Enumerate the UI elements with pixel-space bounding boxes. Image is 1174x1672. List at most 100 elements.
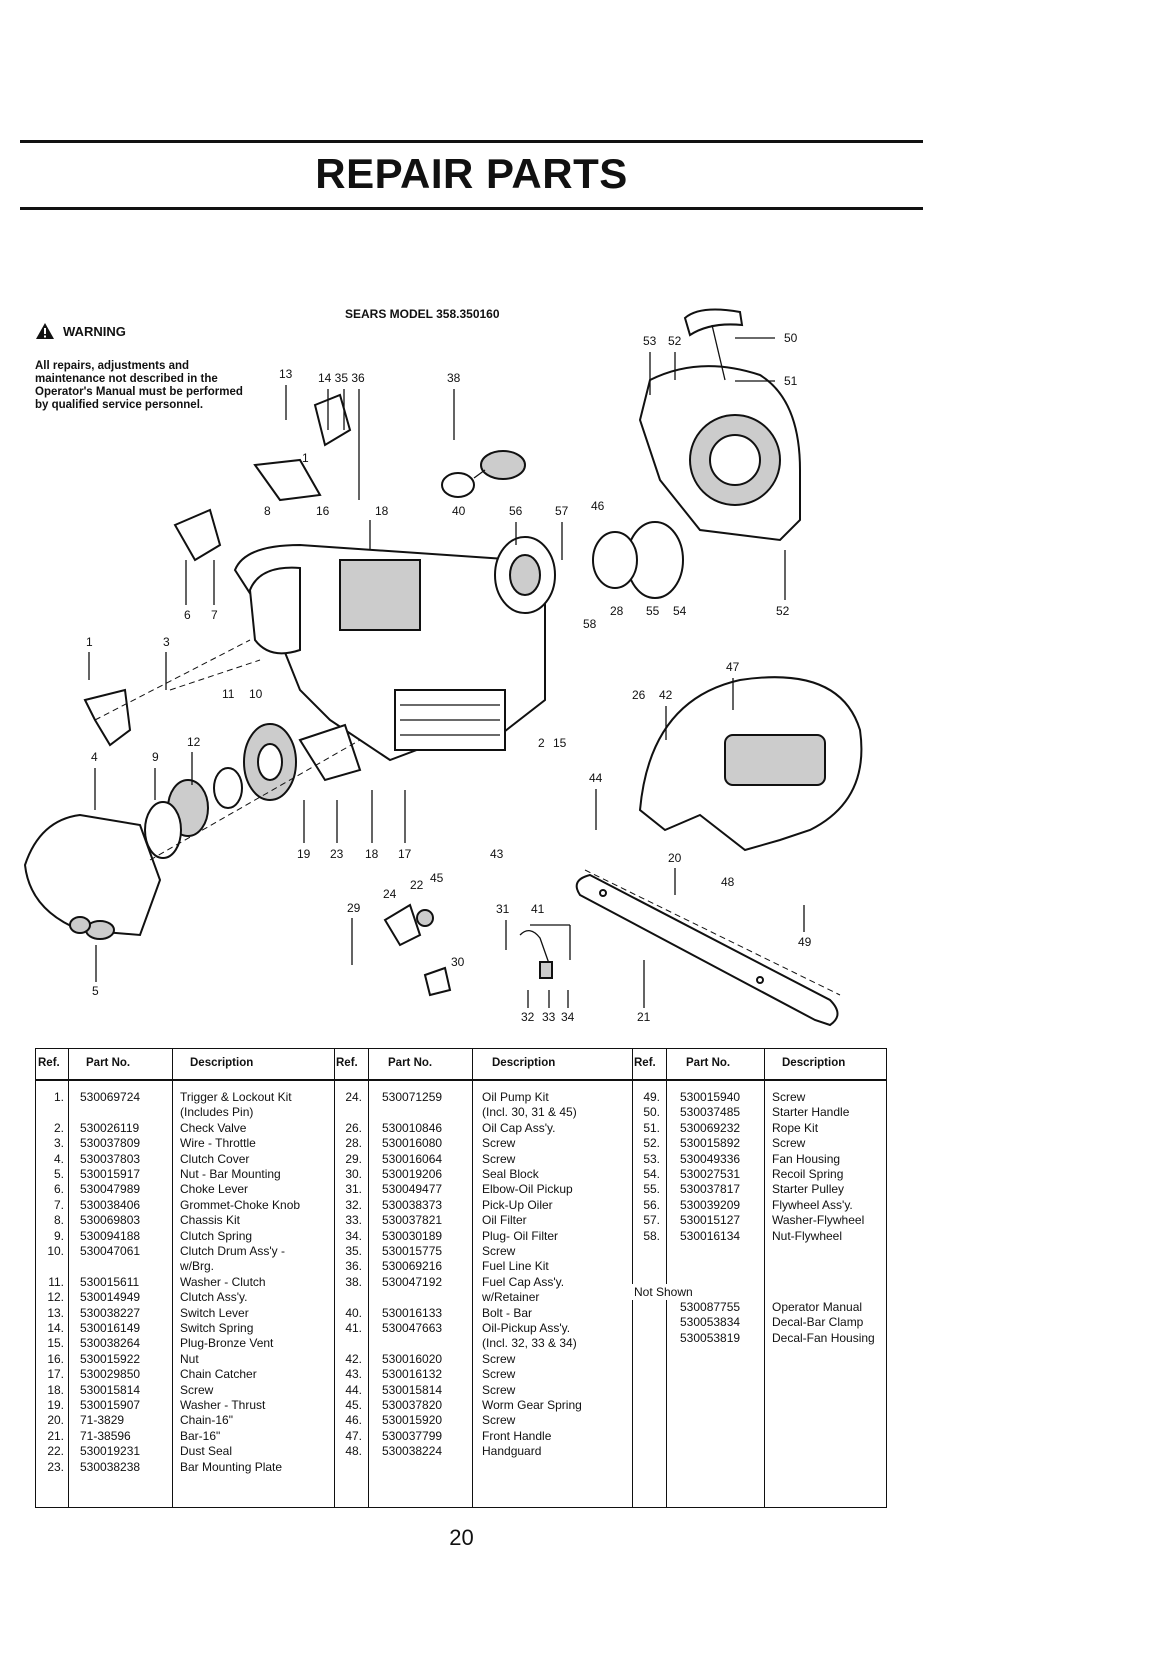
part-number-cell: 530069232	[680, 1120, 741, 1135]
part-number-cell: 530016064	[382, 1151, 443, 1166]
description-cell: (Includes Pin)	[180, 1105, 254, 1120]
description-cell: Oil-Pickup Ass'y.	[482, 1321, 571, 1335]
part-number-cell: 71-3829	[80, 1413, 125, 1428]
description-cell: Operator Manual	[772, 1300, 863, 1314]
ref-cell: 12.	[47, 1290, 64, 1305]
ref-cell: 17.	[47, 1367, 64, 1382]
title-underline	[20, 207, 923, 210]
ref-cell: 54.	[643, 1167, 660, 1181]
callout-32: 32	[521, 1010, 535, 1024]
ref-cell: 31.	[345, 1182, 362, 1197]
part-number-cell: 530038238	[80, 1459, 141, 1474]
part-number-cell: 530015907	[80, 1398, 141, 1412]
col-part-1	[68, 1049, 173, 1507]
callout-52: 52	[668, 334, 682, 348]
warning-header: WARNING	[35, 322, 245, 340]
callout-58: 58	[583, 617, 597, 631]
description-cell: Washer - Clutch	[180, 1274, 266, 1289]
part-number-cell: 530039209	[680, 1197, 741, 1212]
description-cell: Wire - Throttle	[180, 1136, 256, 1151]
clutch-cover-drawing	[23, 813, 162, 940]
callout-5: 5	[92, 984, 99, 998]
callout-26: 26	[632, 688, 646, 702]
part-number-cell: 71-38596	[80, 1428, 131, 1443]
oil-pump-drawing	[383, 903, 553, 997]
description-cell: Recoil Spring	[772, 1167, 844, 1181]
description-cell: Bar Mounting Plate	[180, 1459, 283, 1474]
col-ref-2	[334, 1049, 369, 1507]
flywheel-drawing	[494, 521, 684, 614]
ref-cell: 52.	[643, 1136, 660, 1151]
part-number-cell: 530037817	[680, 1182, 741, 1197]
part-number-cell: 530015940	[680, 1090, 741, 1104]
warning-text: All repairs, adjustments and maintenance…	[35, 360, 243, 411]
callout-43: 43	[490, 847, 504, 861]
ref-cell: 40.	[345, 1305, 362, 1320]
ref-cell: 47.	[345, 1428, 362, 1443]
ref-cell: 36.	[345, 1259, 362, 1274]
description-cell: Grommet-Choke Knob	[180, 1197, 301, 1212]
fan-housing-drawing	[638, 365, 801, 542]
starter-handle-drawing	[683, 308, 744, 381]
part-number-cell: 530026119	[80, 1120, 140, 1135]
callout-30: 30	[451, 955, 465, 969]
model-label: SEARS MODEL 358.350160	[345, 307, 500, 321]
description-cell: Bolt - Bar	[482, 1305, 533, 1320]
part-number-cell: 530038373	[382, 1197, 443, 1212]
callout-12: 12	[187, 735, 201, 749]
ref-cell: 34.	[345, 1228, 362, 1243]
ref-cell: 4.	[53, 1151, 64, 1166]
callout-14-35-36: 14 35 36	[318, 371, 365, 385]
description-cell: Washer-Flywheel	[772, 1213, 865, 1228]
description-cell: Oil Cap Ass'y.	[482, 1120, 556, 1135]
callout-18a: 18	[375, 504, 389, 518]
description-cell: Fuel Line Kit	[482, 1259, 549, 1274]
callout-10: 10	[249, 687, 263, 701]
part-number-cell: 530038264	[80, 1336, 141, 1351]
part-number-cell: 530010846	[382, 1120, 443, 1135]
callout-4: 4	[91, 750, 98, 764]
part-number-cell: 530015775	[382, 1244, 443, 1258]
description-cell: Switch Spring	[180, 1321, 254, 1335]
description-cell: Fuel Cap Ass'y.	[482, 1274, 565, 1289]
ref-cell: 33.	[345, 1213, 362, 1228]
ref-cell: 11.	[48, 1274, 64, 1289]
callout-52b: 52	[776, 604, 790, 618]
callout-29: 29	[347, 901, 361, 915]
ref-cell: 26.	[345, 1120, 362, 1135]
description-cell: Chain Catcher	[180, 1367, 257, 1382]
callout-17: 17	[398, 847, 412, 861]
ref-cell: 16.	[47, 1351, 64, 1366]
description-cell: Fan Housing	[772, 1151, 841, 1166]
part-number-cell: 530014949	[80, 1290, 141, 1305]
fuel-cap-drawing	[441, 450, 526, 498]
trigger-drawing	[83, 393, 352, 747]
description-cell: Screw	[482, 1367, 516, 1382]
part-number-cell: 530016134	[680, 1228, 741, 1243]
description-cell: (Incl. 32, 33 & 34)	[482, 1336, 577, 1351]
description-cell: Seal Block	[482, 1167, 539, 1181]
part-number-cell: 530016020	[382, 1351, 443, 1366]
part-number-cell: 530047061	[80, 1244, 141, 1258]
callout-7: 7	[211, 608, 218, 622]
part-number-cell: 530015127	[680, 1213, 741, 1228]
callout-42: 42	[659, 688, 673, 702]
ref-cell: 51.	[643, 1120, 660, 1135]
callout-23: 23	[330, 847, 344, 861]
part-number-cell: 530069216	[382, 1259, 443, 1274]
callout-28: 28	[610, 604, 624, 618]
part-number-cell: 530049477	[382, 1182, 443, 1197]
description-cell: Choke Lever	[180, 1182, 249, 1197]
warning-box: WARNING All repairs, adjustments and mai…	[35, 322, 245, 412]
col-ref-1	[36, 1049, 69, 1507]
callout-15: 15	[553, 736, 567, 750]
description-cell: Decal-Bar Clamp	[772, 1315, 864, 1330]
part-number-cell: 530029850	[80, 1367, 141, 1382]
table-header-divider	[36, 1079, 886, 1081]
description-cell: Washer - Thrust	[180, 1398, 266, 1412]
description-header: Description	[492, 1057, 556, 1069]
description-cell: Starter Handle	[772, 1105, 850, 1120]
part-number-cell: 530019231	[80, 1444, 141, 1459]
callout-47: 47	[726, 660, 740, 674]
part-number-cell: 530015917	[80, 1167, 141, 1181]
